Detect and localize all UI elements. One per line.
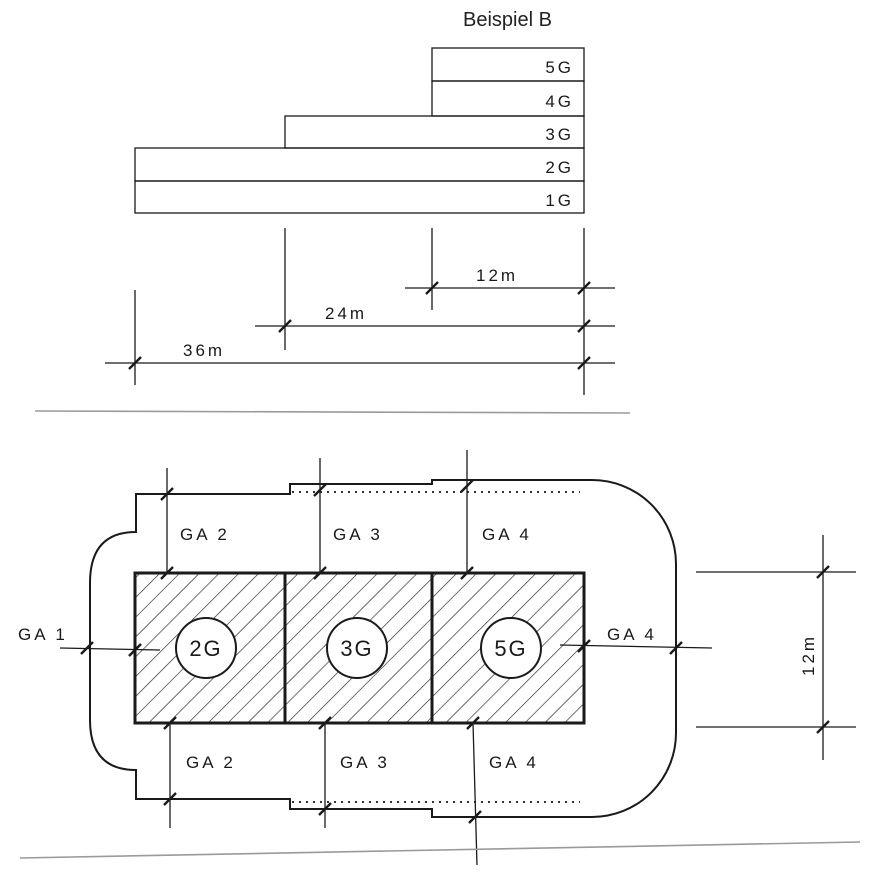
- plan-blocks: 2G 3G 5G: [133, 571, 586, 725]
- diagram-title: Beispiel B: [463, 9, 552, 31]
- block-circle-5g: [480, 617, 542, 679]
- ga-label-bottom-3: GA 4: [489, 753, 539, 772]
- block-label-3g: 3G: [340, 636, 373, 661]
- elevation-dimensions: 12m 24m 36m: [105, 228, 615, 395]
- block-circle-3g: [326, 617, 388, 679]
- plan-depth-dimension: 12m: [696, 535, 856, 760]
- floor-label-5g: 5G: [545, 58, 574, 77]
- floor-label-1g: 1G: [545, 191, 574, 210]
- dim-label-24m: 24m: [325, 304, 367, 323]
- ga-label-top-1: GA 2: [180, 525, 230, 544]
- dim-label-36m: 36m: [183, 341, 225, 360]
- ga-label-bottom-2: GA 3: [340, 753, 390, 772]
- ga-label-top-2: GA 3: [333, 525, 383, 544]
- ga-label-bottom-1: GA 2: [186, 753, 236, 772]
- block-label-2g: 2G: [189, 636, 222, 661]
- floor-label-3g: 3G: [545, 125, 574, 144]
- floor-3g: [284, 115, 585, 149]
- floor-label-2g: 2G: [545, 158, 574, 177]
- section-separator: [34, 410, 631, 414]
- block-circle-2g: [175, 617, 237, 679]
- ga-label-top-3: GA 4: [482, 525, 532, 544]
- floor-label-4g: 4G: [545, 92, 574, 111]
- ga-label-left: GA 1: [18, 625, 68, 644]
- plan-ga-labels: GA 1 GA 2 GA 3 GA 4 GA 2 GA 3 GA 4 GA 4: [18, 525, 657, 772]
- floor-1g: [134, 180, 585, 214]
- block-outline: [133, 571, 586, 725]
- dim-label-depth: 12m: [799, 634, 818, 676]
- ga-label-right: GA 4: [607, 625, 657, 644]
- bottom-edge-line: [19, 841, 861, 859]
- floor-2g: [134, 147, 585, 182]
- dim-label-12m: 12m: [476, 266, 518, 285]
- elevation-stack: 5G 4G 3G 2G 1G: [134, 47, 585, 214]
- plan-distance-lines: [59, 450, 713, 866]
- block-label-5g: 5G: [494, 636, 527, 661]
- plan-outer-boundary: [89, 479, 677, 818]
